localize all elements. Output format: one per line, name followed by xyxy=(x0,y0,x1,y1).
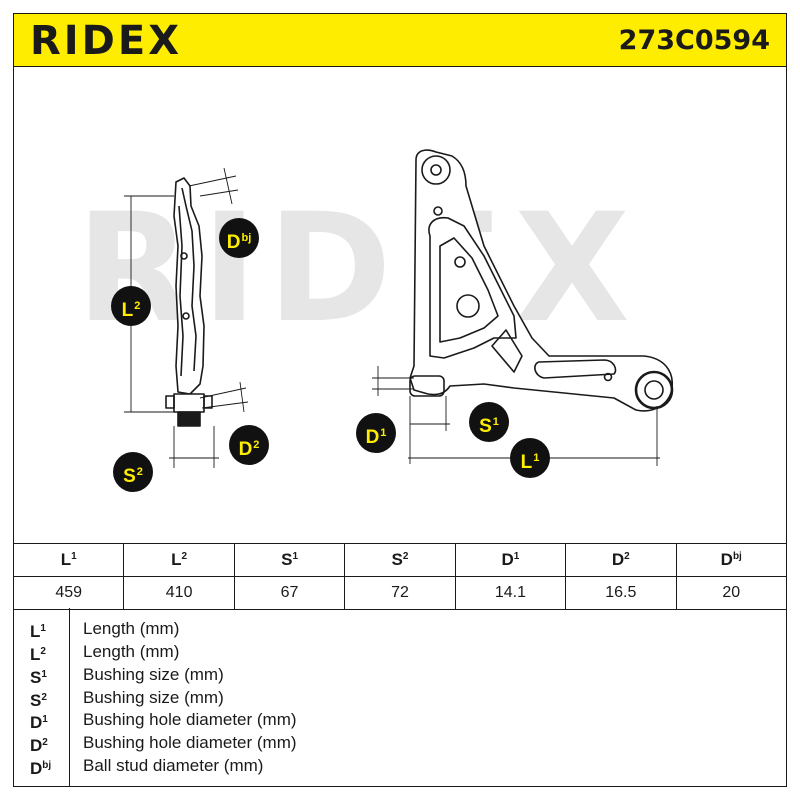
badge-s1: S1 xyxy=(469,402,509,442)
legend-code: L1 xyxy=(30,622,46,641)
legend-code: Dbj xyxy=(30,759,52,778)
value-d1: 14.1 xyxy=(454,576,567,610)
legend-description: Bushing size (mm) xyxy=(83,688,224,707)
header-d1: D1 xyxy=(454,543,567,577)
watermark-logo: RIDEX xyxy=(76,182,640,356)
badge-l2: L2 xyxy=(111,286,151,326)
legend-description: Length (mm) xyxy=(83,642,180,661)
legend-row-l1: L1 Length (mm) xyxy=(14,618,786,641)
legend-code: D1 xyxy=(30,713,48,732)
legend-row-s1: S1 Bushing size (mm) xyxy=(14,664,786,687)
badge-d2: D2 xyxy=(229,425,269,465)
spec-header-row: L1 L2 S1 S2 D1 D2 Dbj xyxy=(12,543,788,577)
legend-row-dbj: Dbj Ball stud diameter (mm) xyxy=(14,755,786,778)
part-number: 273C0594 xyxy=(618,25,770,56)
brand-logo: RIDEX xyxy=(30,18,183,64)
header-s2: S2 xyxy=(344,543,456,577)
arm-side-view xyxy=(165,177,213,427)
legend-divider xyxy=(69,608,70,786)
value-s2: 72 xyxy=(344,576,456,610)
header-d2: D2 xyxy=(565,543,677,577)
legend-description: Ball stud diameter (mm) xyxy=(83,756,264,775)
legend-code: L2 xyxy=(30,645,46,664)
legend-row-l2: L2 Length (mm) xyxy=(14,641,786,664)
header-s1: S1 xyxy=(233,543,346,577)
value-d2: 16.5 xyxy=(565,576,677,610)
legend: L1 Length (mm) L2 Length (mm) S1 Bushing… xyxy=(13,608,787,787)
legend-row-d2: D2 Bushing hole diameter (mm) xyxy=(14,732,786,755)
value-l2: 410 xyxy=(123,576,235,610)
spec-value-row: 459 410 67 72 14.1 16.5 20 xyxy=(12,576,788,610)
legend-row-s2: S2 Bushing size (mm) xyxy=(14,687,786,710)
spec-table: L1 L2 S1 S2 D1 D2 Dbj 459 410 67 72 14.1… xyxy=(12,543,788,610)
legend-code: S2 xyxy=(30,691,47,710)
value-dbj: 20 xyxy=(675,576,788,610)
side-dimension-lines xyxy=(124,167,249,468)
header-l2: L2 xyxy=(123,543,235,577)
value-s1: 67 xyxy=(233,576,346,610)
header-l1: L1 xyxy=(12,543,125,577)
legend-code: D2 xyxy=(30,736,48,755)
legend-description: Bushing hole diameter (mm) xyxy=(83,733,297,752)
badge-s2: S2 xyxy=(113,452,153,492)
legend-description: Bushing size (mm) xyxy=(83,665,224,684)
arm-top-view xyxy=(409,149,674,412)
header-bar: RIDEX 273C0594 xyxy=(13,13,787,67)
legend-code: S1 xyxy=(30,668,47,687)
value-l1: 459 xyxy=(12,576,125,610)
badge-d1: D1 xyxy=(356,413,396,453)
header-dbj: Dbj xyxy=(675,543,788,577)
legend-description: Bushing hole diameter (mm) xyxy=(83,710,297,729)
legend-row-d1: D1 Bushing hole diameter (mm) xyxy=(14,709,786,732)
badge-dbj: Dbj xyxy=(219,218,259,258)
technical-drawing: RIDEX xyxy=(13,66,787,543)
control-arm-drawing xyxy=(124,149,674,468)
badge-l1: L1 xyxy=(510,438,550,478)
legend-description: Length (mm) xyxy=(83,619,180,638)
